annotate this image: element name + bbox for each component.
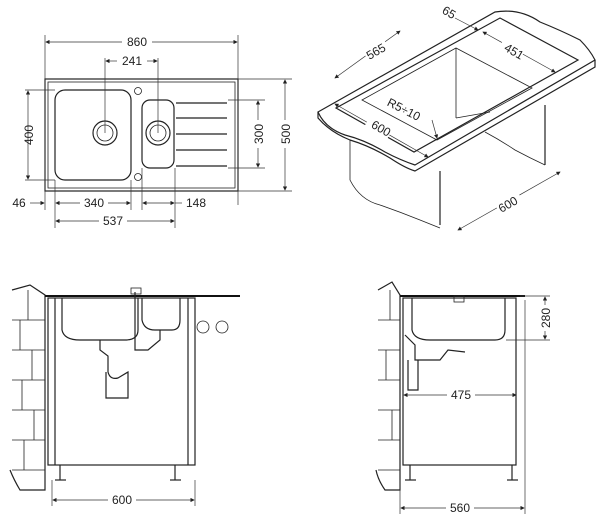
dim-main-bowl-width: 340: [84, 196, 104, 210]
cutout-outer: [334, 17, 580, 153]
dim-side-cabinet-depth: 560: [450, 501, 470, 515]
dim-second-bowl-depth: 300: [252, 124, 266, 144]
front-view: 600: [9, 284, 240, 507]
overflow-icon: [134, 173, 142, 181]
dim-bowl-height: 280: [539, 308, 553, 328]
dim-drain-depth: 475: [451, 388, 471, 402]
wall-left: [9, 284, 46, 491]
side-view: 475 280 560: [375, 281, 553, 515]
dim-second-bowl-width: 148: [186, 196, 206, 210]
cabinet-legs: [55, 465, 181, 481]
dim-bowls-total-width: 537: [103, 214, 123, 228]
dim-overall-depth: 500: [279, 124, 293, 144]
tap-hole-icon: [134, 87, 142, 95]
tap-hole-icon: [196, 320, 210, 334]
cabinet-front: [47, 297, 196, 466]
dim-front-cabinet-width: 600: [112, 493, 132, 507]
cabinet-side: [402, 297, 517, 466]
dim-overall-width: 860: [127, 35, 147, 49]
side-siphon-pipe: [404, 334, 466, 391]
dim-edge-offset: 65: [440, 3, 459, 22]
dim-corner-radius: R5÷10: [385, 95, 423, 124]
siphon-pipe: [99, 340, 129, 399]
wall-side: [375, 281, 401, 491]
isometric-view: 565 65 451 R5÷10 600 600: [317, 3, 596, 231]
dim-main-bowl-depth: 400: [22, 125, 36, 145]
bowl-section: [411, 298, 506, 341]
main-bowl: [54, 89, 132, 181]
dim-left-margin: 46: [12, 196, 26, 210]
main-bowl-section: [61, 298, 139, 341]
second-bowl-section: [141, 298, 181, 331]
countertop: [317, 10, 596, 166]
dim-drain-spacing: 241: [122, 54, 142, 68]
plan-view: 860 241 400 300 500 46 340 148 537: [12, 35, 293, 228]
drainer-ribs: [176, 102, 227, 167]
overflow-pipe: [134, 292, 161, 351]
